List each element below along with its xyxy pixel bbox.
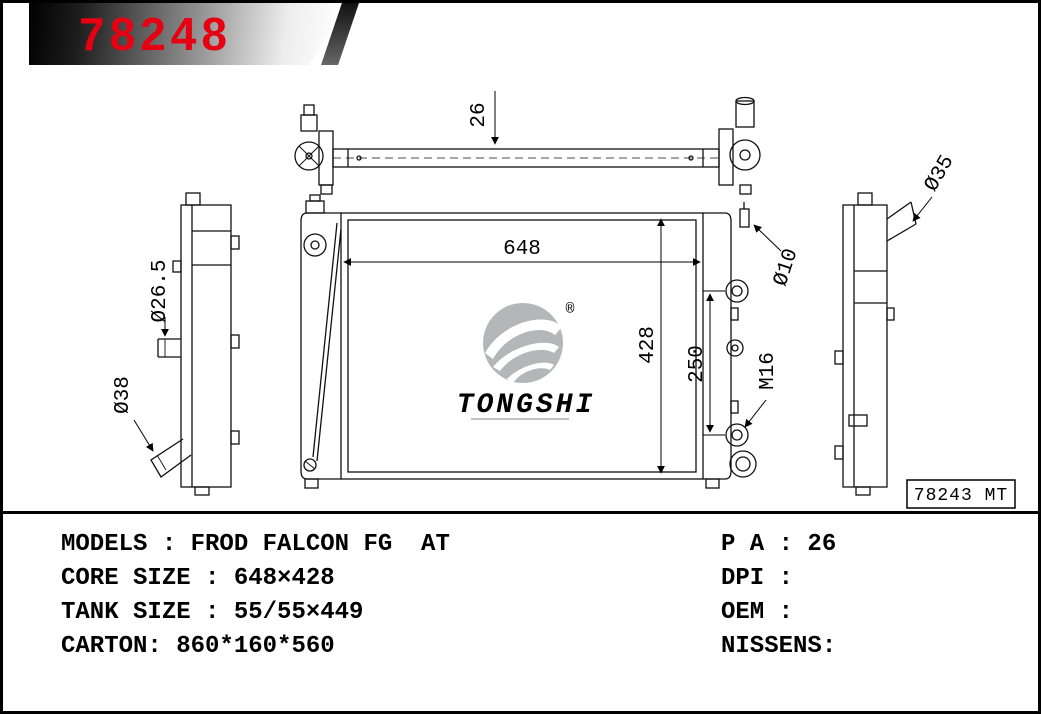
left-side-view bbox=[150, 192, 240, 496]
radiator-technical-drawing: 26 bbox=[112, 91, 1016, 509]
top-view bbox=[294, 96, 761, 195]
reference-box: 78243 MT bbox=[906, 479, 1016, 509]
spec-dpi: DPI : bbox=[721, 565, 794, 592]
dim-thread: M16 bbox=[744, 352, 780, 428]
spec-pa: P A : 26 bbox=[721, 531, 837, 558]
spec-column-right: P A : 26 DPI : OEM : NISSENS: bbox=[721, 528, 836, 664]
dim-left-lower-pipe: Ø38 bbox=[112, 376, 154, 452]
dim-left-lower-pipe-label: Ø38 bbox=[112, 376, 135, 414]
dim-core-height: 428 bbox=[637, 218, 665, 474]
front-view bbox=[300, 194, 757, 489]
dim-top-thickness-label: 26 bbox=[468, 102, 491, 127]
reference-number: 78243 MT bbox=[914, 486, 1008, 506]
spec-tank-size: TANK SIZE : 55/55×449 bbox=[61, 599, 364, 626]
dim-right-pipe: Ø35 bbox=[912, 152, 960, 222]
right-side-view bbox=[834, 192, 917, 496]
spec-nissens: NISSENS: bbox=[721, 633, 837, 660]
dim-bolt-dia: Ø10 bbox=[753, 224, 804, 289]
dim-left-upper-pipe: Ø26.5 bbox=[149, 259, 172, 337]
spec-oem: OEM : bbox=[721, 599, 794, 626]
dim-left-upper-pipe-label: Ø26.5 bbox=[149, 259, 172, 322]
part-number: 78248 bbox=[79, 8, 232, 60]
spec-column-left: MODELS : FROD FALCON FG AT CORE SIZE : 6… bbox=[61, 528, 450, 664]
spec-carton: CARTON: 860*160*560 bbox=[61, 633, 335, 660]
dim-core-width-label: 648 bbox=[503, 238, 541, 261]
dim-bolt-dia-label: Ø10 bbox=[770, 246, 804, 289]
spec-panel: MODELS : FROD FALCON FG AT CORE SIZE : 6… bbox=[3, 511, 1038, 711]
dim-thread-label: M16 bbox=[757, 352, 780, 390]
dim-top-thickness: 26 bbox=[468, 91, 499, 145]
logo-wordmark: TONGSHI bbox=[457, 390, 596, 421]
spec-core-size: CORE SIZE : 648×428 bbox=[61, 565, 335, 592]
dim-right-pipe-label: Ø35 bbox=[921, 152, 960, 196]
dim-core-width: 648 bbox=[343, 238, 701, 266]
dim-fitting-span-label: 250 bbox=[686, 345, 709, 383]
part-number-badge: 78248 bbox=[29, 3, 347, 65]
dim-fitting-span: 250 bbox=[686, 290, 725, 436]
logo-registered-mark: ® bbox=[565, 301, 574, 318]
dim-core-height-label: 428 bbox=[637, 326, 660, 364]
spec-models: MODELS : FROD FALCON FG AT bbox=[61, 531, 450, 558]
tongshi-logo: ® TONGSHI bbox=[457, 301, 596, 421]
